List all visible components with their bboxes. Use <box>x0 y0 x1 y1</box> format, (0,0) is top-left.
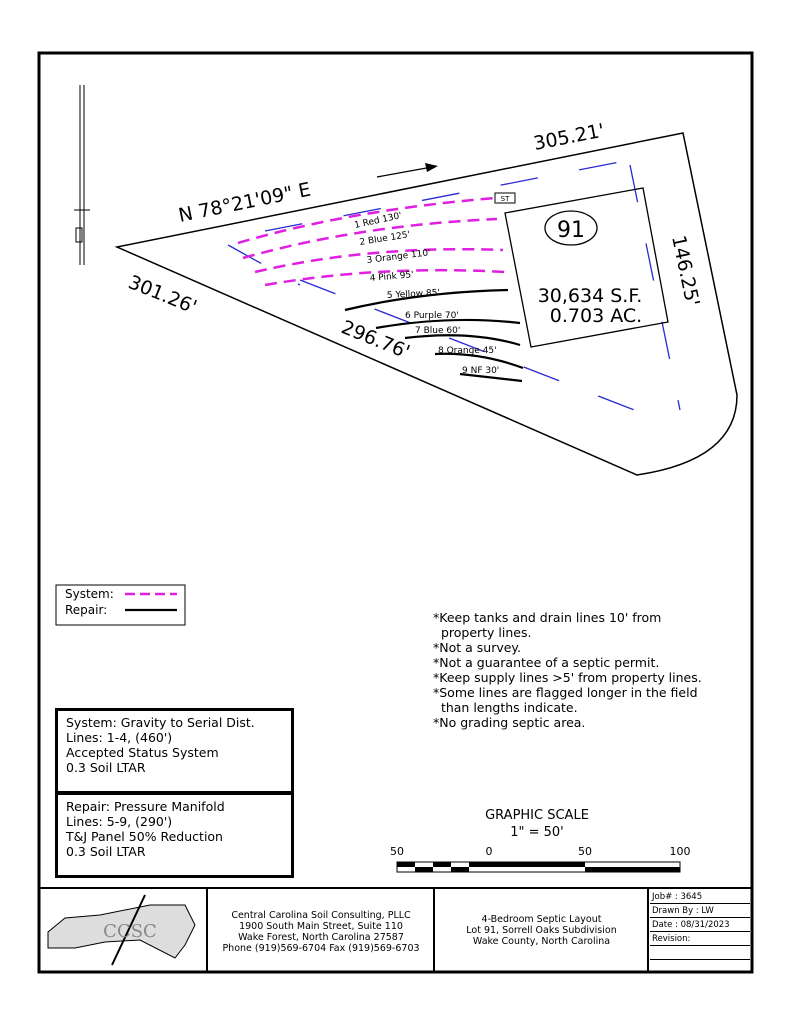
ccsc-logo: CCSC <box>47 894 196 966</box>
line-label: 4 Pink 95' <box>369 270 414 284</box>
company-street: 1900 South Main Street, Suite 110 <box>239 921 403 932</box>
sheet-border <box>37 51 754 974</box>
note: *Some lines are flagged longer in the fi… <box>433 685 698 700</box>
drain-line-2 <box>242 217 498 260</box>
system-lines: Lines: 1-4, (460') <box>66 730 173 745</box>
note: *Keep supply lines >5' from property lin… <box>433 670 702 685</box>
note: *No grading septic area. <box>433 715 586 730</box>
repair-panel: T&J Panel 50% Reduction <box>66 829 223 844</box>
notes: *Keep tanks and drain lines 10' from pro… <box>433 610 702 730</box>
lot-boundary <box>114 132 738 476</box>
drain-line-1 <box>237 196 496 245</box>
project-info: 4-Bedroom Septic Layout Lot 91, Sorrell … <box>435 914 648 947</box>
date: Date : 08/31/2023 <box>650 918 750 932</box>
scale-tick: 100 <box>670 845 691 858</box>
line-label: 6 Purple 70' <box>405 311 459 321</box>
repair-ltar: 0.3 Soil LTAR <box>66 844 146 859</box>
revision-blank-row <box>650 946 750 960</box>
revision: Revision: <box>650 932 750 946</box>
line-label: 9 NF 30' <box>462 366 499 376</box>
project-county: Wake County, North Carolina <box>472 936 611 947</box>
lot-area-sf: 30,634 S.F. <box>538 285 643 307</box>
system-status: Accepted Status System <box>66 745 219 760</box>
scale-title: GRAPHIC SCALE <box>485 808 589 823</box>
repair-info-box: Repair: Pressure Manifold Lines: 5-9, (2… <box>55 792 294 878</box>
note: *Keep tanks and drain lines 10' from <box>433 610 662 625</box>
project-title: 4-Bedroom Septic Layout <box>481 914 602 925</box>
title-block-frame <box>39 887 752 972</box>
scale-tick: 50 <box>390 845 404 858</box>
system-ltar: 0.3 Soil LTAR <box>66 760 146 775</box>
repair-type: Repair: Pressure Manifold <box>66 799 225 814</box>
septic-tank-label: ST <box>501 195 510 203</box>
repair-line-6 <box>375 318 521 330</box>
dimension-top: 305.21' <box>532 120 607 155</box>
system-lines <box>237 196 506 287</box>
scale-tick: 0 <box>486 845 493 858</box>
note: *Not a guarantee of a septic permit. <box>433 655 660 670</box>
legend-repair-label: Repair: <box>65 603 107 617</box>
lot-number: 91 <box>557 218 585 243</box>
house-footprint <box>504 187 669 348</box>
drain-line-3 <box>254 248 504 274</box>
septic-tank <box>494 192 516 204</box>
repair-lines <box>344 288 524 383</box>
line-label: 8 Orange 45' <box>438 346 497 356</box>
note: *Not a survey. <box>433 640 522 655</box>
note: property lines. <box>433 625 532 640</box>
north-arrow-icon <box>74 85 90 265</box>
company-info: Central Carolina Soil Consulting, PLLC 1… <box>208 910 434 954</box>
legend-system-label: System: <box>65 587 114 601</box>
note: than lengths indicate. <box>433 700 578 715</box>
logo-text: CCSC <box>103 921 157 942</box>
job-number: Job# : 3645 <box>650 890 750 904</box>
line-label: 2 Blue 125' <box>359 230 411 248</box>
legend-box <box>55 584 186 626</box>
scale-tick: 50 <box>578 845 592 858</box>
scale-ratio: 1" = 50' <box>510 825 564 840</box>
scale-bar <box>396 861 681 873</box>
line-label: 3 Orange 110' <box>366 248 431 266</box>
lot-area-ac: 0.703 AC. <box>550 305 642 327</box>
system-info-box: System: Gravity to Serial Dist. Lines: 1… <box>55 708 294 794</box>
project-lot: Lot 91, Sorrell Oaks Subdivision <box>466 925 617 936</box>
direction-arrow-icon <box>376 163 438 178</box>
setback-lines <box>227 159 681 421</box>
company-phone: Phone (919)569-6704 Fax (919)569-6703 <box>222 943 420 954</box>
line-label: 7 Blue 60' <box>415 326 460 336</box>
lot-number-circle <box>544 210 598 246</box>
dimension-right: 146.25' <box>667 233 703 308</box>
drawn-by: Drawn By : LW <box>650 904 750 918</box>
company-name: Central Carolina Soil Consulting, PLLC <box>231 910 411 921</box>
company-city: Wake Forest, North Carolina 27587 <box>238 932 404 943</box>
repair-line-5 <box>344 288 509 312</box>
system-type: System: Gravity to Serial Dist. <box>66 715 255 730</box>
drain-line-4 <box>264 268 506 287</box>
repair-line-9 <box>459 372 523 383</box>
repair-lines: Lines: 5-9, (290') <box>66 814 173 829</box>
bearing-label: N 78°21'09" E <box>177 179 313 227</box>
line-label: 5 Yellow 85' <box>387 288 441 301</box>
repair-line-7 <box>404 334 521 347</box>
repair-line-8 <box>434 352 524 370</box>
